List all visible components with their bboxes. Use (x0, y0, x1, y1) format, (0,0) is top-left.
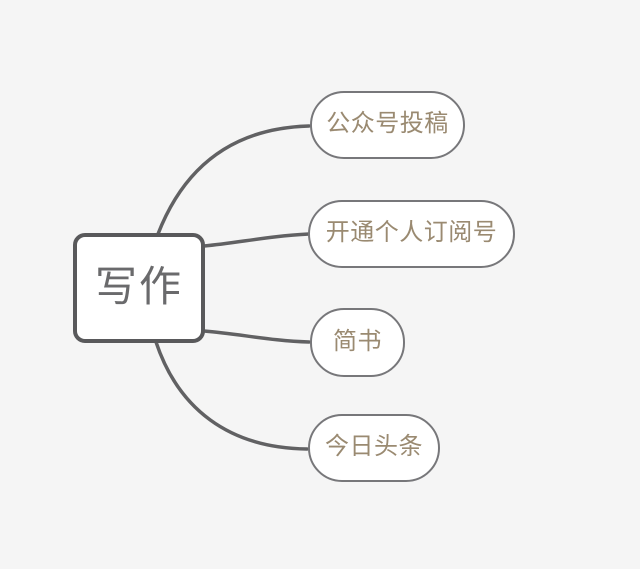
root-node-writing[interactable]: 写作 (73, 233, 205, 343)
branch-node-label: 公众号投稿 (326, 110, 449, 137)
branch-node-label: 今日头条 (325, 433, 423, 460)
branch-node-jianshu[interactable]: 简书 (310, 308, 405, 377)
branch-node-label: 开通个人订阅号 (325, 219, 498, 246)
branch-node-toutiao[interactable]: 今日头条 (308, 414, 440, 482)
connector-branch-4 (154, 340, 309, 451)
branch-node-label: 简书 (333, 327, 382, 355)
connector-branch-2 (202, 232, 311, 248)
root-node-label: 写作 (94, 263, 183, 310)
connector-branch-3 (202, 329, 311, 344)
connector-branch-1 (156, 124, 311, 236)
branch-node-public-account-submission[interactable]: 公众号投稿 (310, 91, 465, 159)
branch-node-personal-subscription[interactable]: 开通个人订阅号 (308, 200, 515, 268)
